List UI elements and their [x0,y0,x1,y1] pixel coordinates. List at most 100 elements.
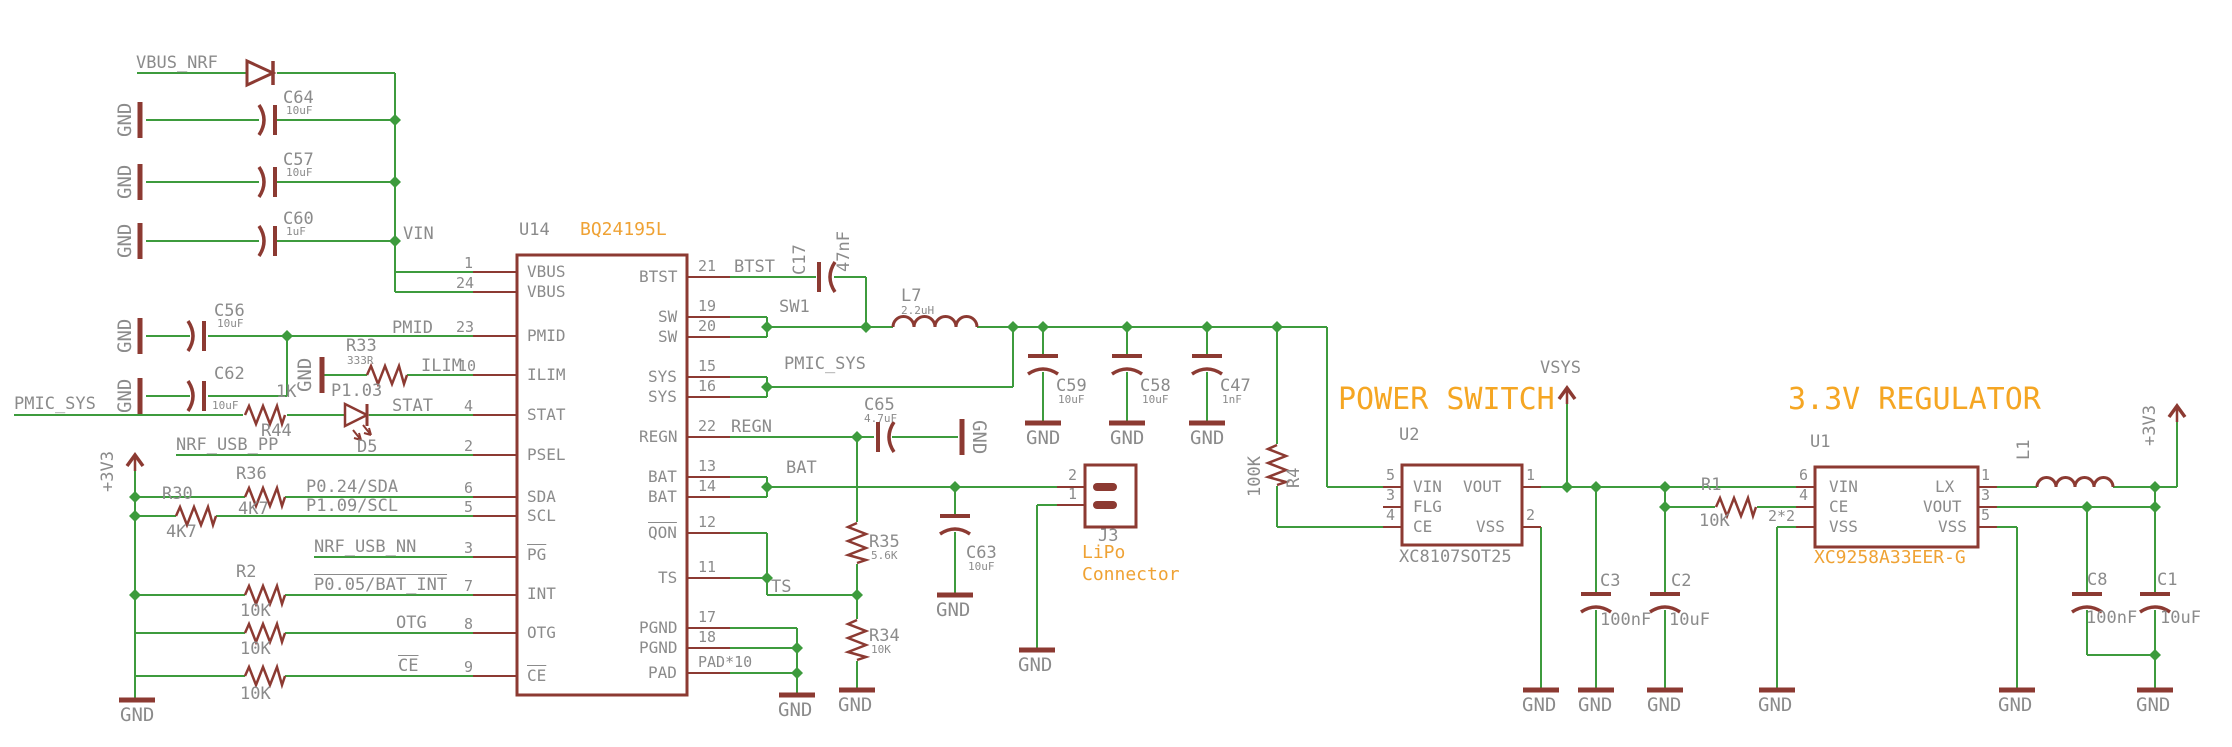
gnd-u2-vss-label: GND [1522,694,1557,716]
net-p0-05-bat-int: P0.05/BAT_INT [314,575,448,595]
net-nrf-usb-pp: NRF_USB_PP [176,435,279,455]
junction [791,642,803,654]
junction [129,491,141,503]
junction [761,321,773,333]
gnd-c2-label: GND [1647,694,1682,716]
inductor-l1 [2035,476,2115,488]
u14-pin-17: 17 [698,608,717,626]
u14-pin-4: 4 [464,397,474,415]
val-r30: 4K7 [166,522,197,542]
capacitor-c60-curved-plate [257,225,266,257]
u1-pin-5: 5 [1981,506,1991,524]
u1-name-lx: LX [1935,477,1955,496]
u14-name-ilim: ILIM [527,365,566,384]
u14-pin-14: 14 [698,477,717,495]
u2-pin-1: 1 [1526,466,1536,484]
val-r1: 10K [1699,511,1730,531]
net-vin: VIN [403,224,434,244]
u14-name-qon: QON [648,523,677,542]
junction [2081,501,2093,513]
resistor-r1 [1714,494,1758,521]
j3-contact-2 [1093,483,1117,491]
u14-name-pgnd2: PGND [639,638,678,657]
net-pmic-sys-left: PMIC_SYS [14,394,96,414]
gnd-c57-label: GND [114,164,136,199]
ref-r4: R4 [1284,467,1304,488]
j3-body [1083,463,1138,529]
u14-name-sys2: SYS [648,387,677,406]
ref-c17: C17 [790,244,810,275]
u14-name-sw1: SW [658,307,678,326]
ref-u1: U1 [1810,432,1831,452]
inductor-l7 [891,315,979,328]
resistor-otg-pull [243,620,287,647]
val-r44: 1K [276,382,297,402]
ref-d5: D5 [357,437,378,457]
junction [1007,321,1019,333]
u14-pin-24: 24 [456,274,475,292]
junction [281,330,293,342]
net-sw1: SW1 [779,297,810,317]
u14-name-bat1: BAT [648,467,677,486]
capacitor-c58-curved-plate [1111,367,1143,376]
ref-j3: J3 [1098,526,1119,546]
gnd-r33-label: GND [294,357,316,392]
title-power-switch: POWER SWITCH [1338,382,1555,417]
capacitor-c47-curved-plate [1191,367,1223,376]
ref-c60: C60 [283,209,314,229]
u14-pin-7: 7 [464,577,474,595]
u2-pin-4: 4 [1386,506,1396,524]
net-pmic-sys-right: PMIC_SYS [784,354,866,374]
u14-pin-16: 16 [698,377,717,395]
gnd-c59-label: GND [1026,427,1061,449]
junction [129,589,141,601]
val-r34: 10K [871,643,891,656]
resistor-r34 [844,618,871,662]
capacitor-c1-curved-plate [2139,605,2171,614]
net-vsys: VSYS [1540,358,1581,378]
net-pmid: PMID [392,318,433,338]
junction [1561,481,1573,493]
junction [389,235,401,247]
u2-name-ce: CE [1413,517,1433,536]
ref-r44: R44 [261,421,292,441]
gnd-c58-label: GND [1110,427,1145,449]
ref-l1: L1 [2014,439,2034,460]
ref-c59: C59 [1056,376,1087,396]
val-c63: 10uF [968,560,995,573]
led-d5-emit-arrow-2 [362,424,372,436]
capacitor-c57-curved-plate [257,166,266,198]
u14-pin-5: 5 [464,498,474,516]
u14-pin-3: 3 [464,539,474,557]
junction [2149,481,2161,493]
gnd-c1-label: GND [2136,694,2171,716]
u14-name-btst: BTST [639,267,678,286]
u2-pin-3: 3 [1386,486,1396,504]
u2-name-flg: FLG [1413,497,1442,516]
gnd-c64-label: GND [114,102,136,137]
led-d5-emit-arrow-1 [352,429,362,441]
ref-c56: C56 [214,301,245,321]
resistor-r4 [1264,443,1291,487]
junction [851,589,863,601]
u14-name-pad: PAD [648,663,677,682]
net-ce: CE [398,656,419,676]
val-c1: 10uF [2160,608,2201,628]
led-d5-triangle [343,401,370,429]
u2-name-vout: VOUT [1463,477,1502,496]
capacitor-c8-curved-plate [2071,605,2103,614]
u14-pin-11: 11 [698,558,717,576]
val-c59: 10uF [1058,393,1085,406]
u14-name-stat: STAT [527,405,566,424]
net-p1-09-scl: P1.09/SCL [306,496,399,516]
ref-r33: R33 [346,336,377,356]
u14-pin-12: 12 [698,513,717,531]
u14-name-ce: CE [527,666,547,685]
ref-c8: C8 [2087,570,2108,590]
ref-c3: C3 [1600,571,1621,591]
u14-pin-1: 1 [464,254,474,272]
net-vbus-nrf: VBUS_NRF [136,53,218,73]
resistor-r33 [365,362,409,389]
